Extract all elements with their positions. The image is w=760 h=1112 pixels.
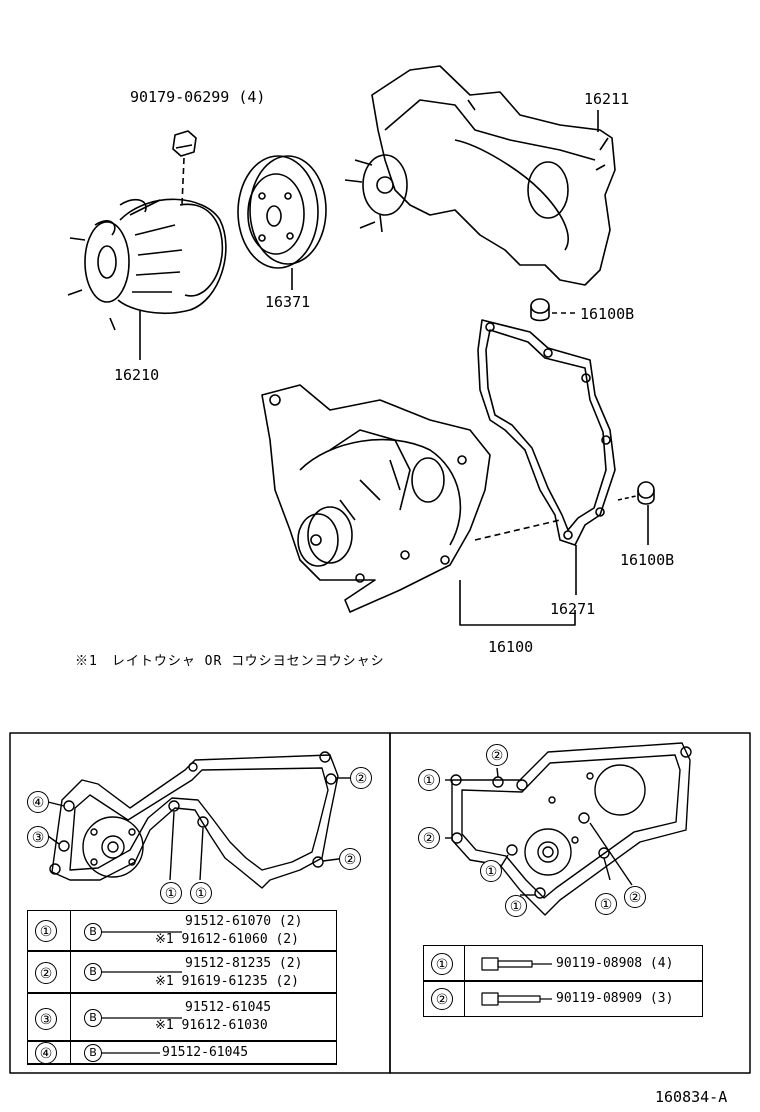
left-table-part-2: 91512-81235 (2) — [185, 956, 303, 971]
bolt-b-icon: B — [84, 963, 102, 981]
right-diagram-mark-2a: ② — [486, 744, 508, 766]
pulley — [237, 155, 327, 290]
left-diagram-mark-2a: ② — [350, 767, 372, 789]
left-table-mark-2: ② — [35, 962, 57, 984]
water-pump-body — [261, 384, 576, 626]
left-bolt-location-diagram — [47, 751, 350, 889]
bolt-b-icon: B — [84, 1044, 102, 1062]
figure-id: 160834-A — [655, 1088, 728, 1106]
right-bolt-table — [422, 944, 703, 1017]
left-diagram-mark-4: ④ — [27, 791, 49, 813]
right-table-bolts — [481, 957, 552, 1006]
plug-top — [530, 298, 578, 322]
pulley-part-number: 16371 — [265, 293, 311, 311]
left-diagram-mark-1b: ① — [190, 882, 212, 904]
plug-top-part-number: 16100B — [580, 305, 635, 323]
left-table-row-3 — [26, 992, 337, 1042]
left-table-alt-1: ※1 91612-61060 (2) — [155, 932, 299, 947]
right-diagram-mark-2b: ② — [418, 827, 440, 849]
right-table-row-1 — [422, 944, 703, 982]
bolt-b-icon: B — [84, 1009, 102, 1027]
left-table-mark-4: ④ — [35, 1042, 57, 1064]
right-detail-box — [389, 732, 751, 1074]
left-table-row-4 — [26, 1040, 337, 1064]
right-diagram-mark-2c: ② — [624, 886, 646, 908]
left-table-row-1 — [26, 909, 337, 952]
right-diagram-mark-1d: ① — [595, 893, 617, 915]
left-table-part-1: 91512-61070 (2) — [185, 914, 303, 929]
right-table-mark-column — [423, 944, 465, 1017]
fan-nut-part-number: 90179-06299 (4) — [130, 88, 266, 106]
left-table-part-4: 91512-61045 — [162, 1045, 249, 1060]
pump-cover-part-number: 16211 — [584, 90, 630, 108]
plug-right — [617, 481, 655, 545]
left-table-leaders — [101, 931, 182, 1054]
right-table-part-2: 90119-08909 (3) — [556, 991, 674, 1006]
left-diagram-mark-1a: ① — [160, 882, 182, 904]
gasket-part-number: 16271 — [550, 600, 596, 618]
left-bolt-table — [26, 909, 337, 1065]
right-diagram-mark-1b: ① — [480, 860, 502, 882]
right-table-row-2 — [422, 980, 703, 1017]
left-table-alt-2: ※1 91619-61235 (2) — [155, 974, 299, 989]
right-diagram-mark-1a: ① — [418, 769, 440, 791]
pump-assy-part-number: 16100 — [488, 638, 534, 656]
plug-right-part-number: 16100B — [620, 551, 675, 569]
right-diagram-mark-1c: ① — [505, 895, 527, 917]
right-table-part-1: 90119-08908 (4) — [556, 956, 674, 971]
left-table-row-2 — [26, 950, 337, 994]
gasket — [474, 319, 616, 595]
bolt-b-icon: B — [84, 923, 102, 941]
fan-coupling-part-number: 16210 — [114, 366, 160, 384]
left-table-alt-3: ※1 91612-61030 — [155, 1018, 268, 1033]
left-table-mark-column — [27, 909, 71, 1065]
right-bolt-location-diagram — [445, 742, 692, 916]
right-table-mark-1: ① — [431, 953, 453, 975]
footnote: ※1 レイトウシャ OR コウシヨセンヨウシャシ — [75, 654, 385, 669]
left-table-part-3: 91512-61045 — [185, 1000, 272, 1015]
left-diagram-mark-3: ③ — [27, 826, 49, 848]
left-table-mark-1: ① — [35, 920, 57, 942]
left-table-mark-3: ③ — [35, 1008, 57, 1030]
right-table-mark-2: ② — [431, 988, 453, 1010]
fan-coupling — [67, 198, 227, 360]
pump-cover — [344, 65, 616, 286]
left-diagram-mark-2b: ② — [339, 848, 361, 870]
fan-nut — [172, 130, 197, 206]
